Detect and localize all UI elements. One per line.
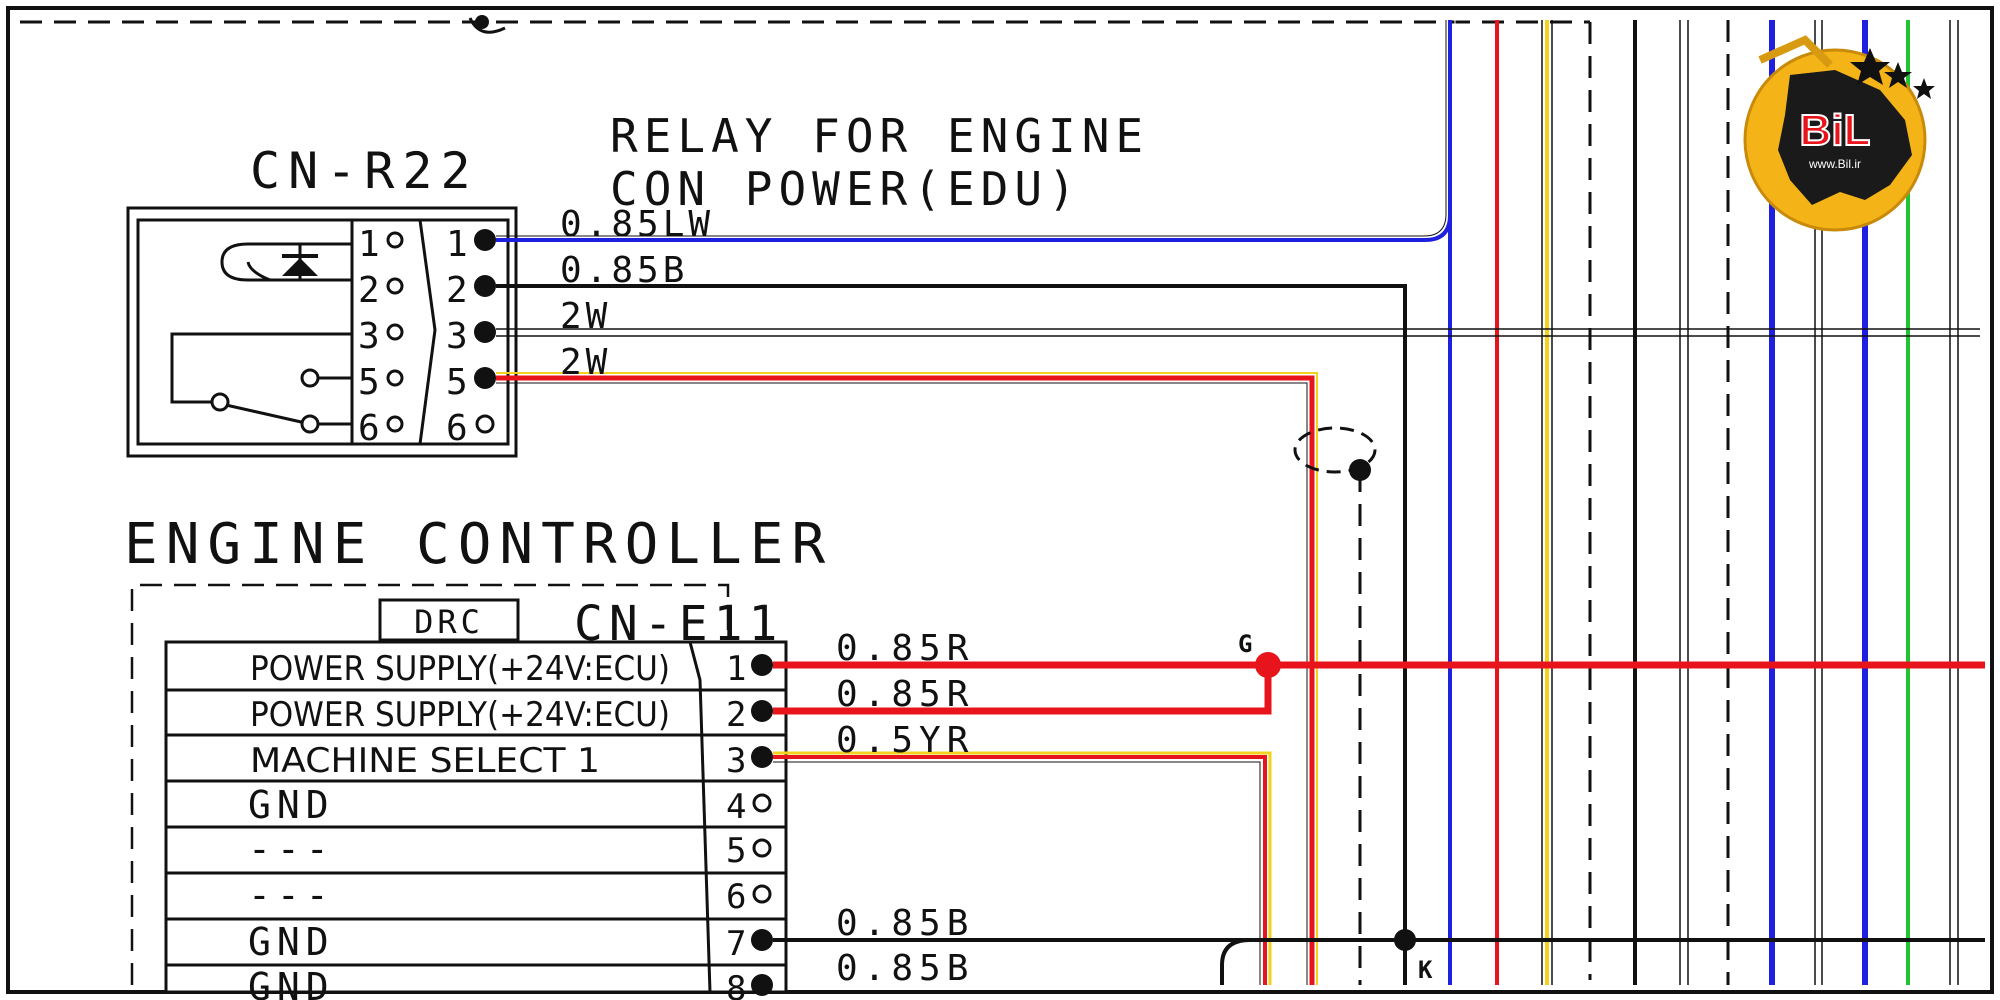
relay-caption-line1: RELAY FOR ENGINE — [610, 109, 1149, 163]
junction-k-label: K — [1418, 956, 1433, 984]
relay-wires — [496, 20, 1980, 985]
relay-right-pin-6: 6 — [446, 408, 468, 449]
ecu-pin-8: 8 — [726, 969, 746, 1000]
relay-right-pin-5: 5 — [446, 362, 468, 403]
ecu-pin-7: 7 — [726, 924, 746, 964]
wire-label-ecu-7: 0.85B — [836, 903, 974, 944]
relay-coil — [220, 242, 352, 282]
wire-label-ecu-8: 0.85B — [836, 948, 974, 989]
ecu-tag: DRC — [414, 603, 484, 641]
bil-logo: BiL www.Bil.ir — [1743, 35, 1935, 232]
relay-right-pin-3: 3 — [446, 316, 468, 357]
ecu-title: ENGINE CONTROLLER — [124, 512, 833, 577]
junction-g-label: G — [1238, 630, 1252, 658]
ecu-row-label-6: --- — [248, 873, 335, 917]
relay-switch — [170, 332, 352, 434]
ecu-dashed-border — [130, 583, 730, 985]
ecu-tag-box — [378, 598, 520, 642]
relay-right-pin-2: 2 — [446, 270, 468, 311]
ecu-row-label-5: --- — [248, 827, 335, 871]
ecu-pin-5: 5 — [726, 831, 746, 871]
relay-left-pin-1: 1 — [358, 224, 380, 265]
ecu-pin-6: 6 — [726, 877, 746, 917]
ecu-pin-2: 2 — [726, 695, 746, 735]
ecu-pin-1: 1 — [726, 649, 746, 689]
wire-label-relay-2: 0.85B — [560, 250, 688, 291]
shield-loop — [1293, 426, 1377, 985]
wire-label-relay-5: 2W — [560, 342, 611, 383]
ecu-row-label-3: MACHINE SELECT 1 — [250, 741, 600, 781]
vertical-bus-wires — [1448, 20, 1959, 985]
wire-label-relay-3: 2W — [560, 296, 611, 337]
junction-g — [1255, 652, 1281, 678]
relay-caption-line2: CON POWER(EDU) — [610, 162, 1082, 216]
ecu-row-label-2: POWER SUPPLY(+24V:ECU) — [250, 695, 670, 735]
relay-left-pin-5: 5 — [358, 362, 380, 403]
relay-left-pin-2: 2 — [358, 270, 380, 311]
diagram-frame — [6, 6, 1994, 994]
ecu-pin-3: 3 — [726, 741, 746, 781]
relay-connector-label: CN-R22 — [250, 142, 479, 200]
relay-right-pin-1: 1 — [446, 224, 468, 265]
logo-url: www.Bil.ir — [1808, 157, 1861, 171]
relay-left-pin-3: 3 — [358, 316, 380, 357]
ecu-wires — [773, 652, 1985, 985]
ecu-pin-4: 4 — [726, 787, 746, 827]
ecu-pin-table — [164, 640, 788, 994]
ecu-row-label-8: GND — [248, 965, 335, 1000]
wire-label-relay-1: 0.85LW — [560, 204, 714, 245]
wire-label-ecu-2: 0.85R — [836, 674, 974, 715]
wire-label-ecu-1: 0.85R — [836, 628, 974, 669]
relay-box: 1 2 3 5 6 1 2 3 5 6 — [126, 206, 518, 458]
ecu-row-label-7: GND — [248, 920, 335, 964]
logo-text: BiL — [1800, 106, 1871, 155]
junction-k — [1394, 929, 1416, 951]
ecu-row-label-1: POWER SUPPLY(+24V:ECU) — [250, 649, 670, 689]
relay-left-pin-6: 6 — [358, 408, 380, 449]
diode-icon — [282, 244, 318, 280]
ecu-row-label-4: GND — [248, 783, 335, 827]
wire-label-ecu-3: 0.5YR — [836, 720, 974, 761]
